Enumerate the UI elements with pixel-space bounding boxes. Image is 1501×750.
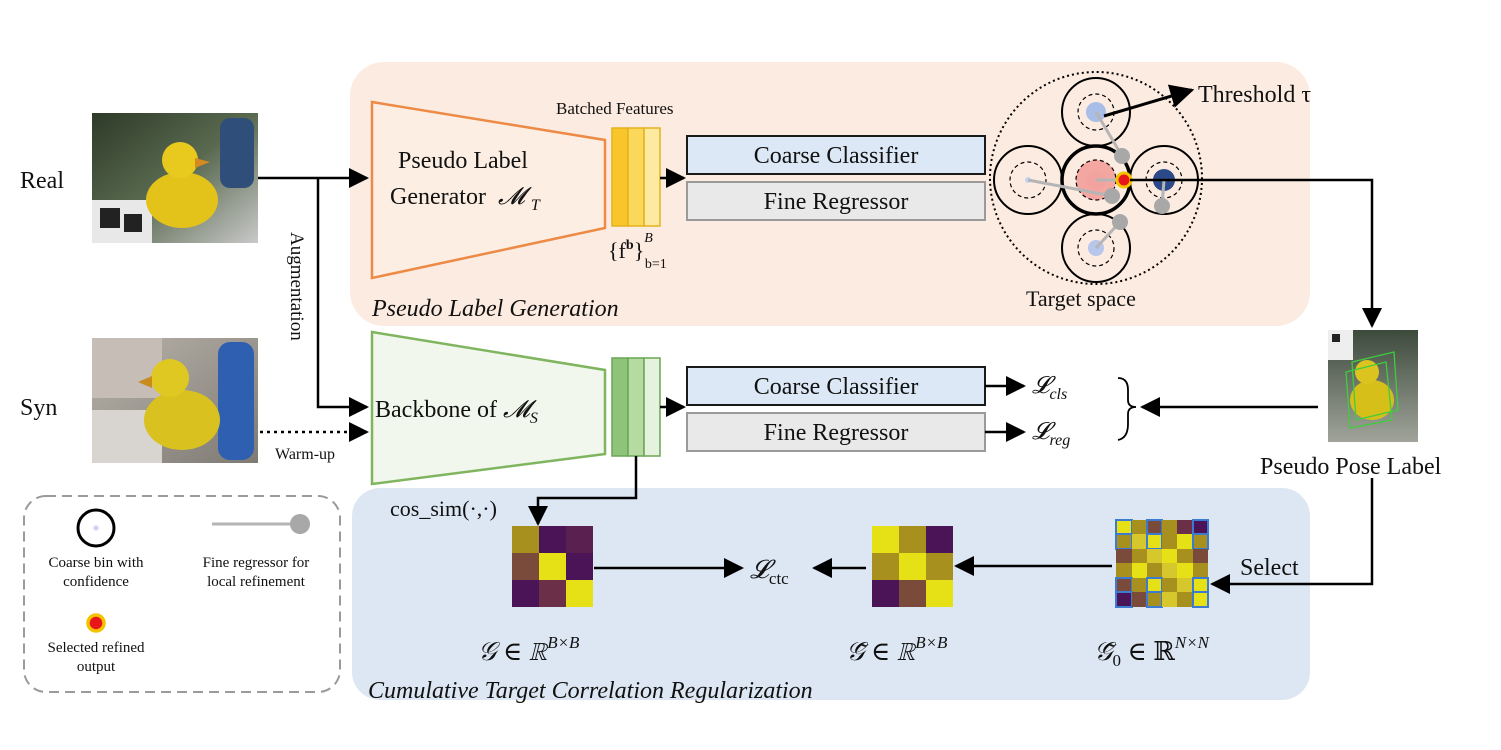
- fine-regressor-legend-line2: local refinement: [207, 574, 306, 590]
- backbone-block: [370, 330, 607, 486]
- heatmap-cell: [899, 580, 926, 607]
- generator-line1: Pseudo Label: [398, 148, 528, 174]
- heatmap-cell: [539, 580, 566, 607]
- select-label: Select: [1240, 555, 1299, 581]
- augmentation-arrow: [316, 178, 369, 417]
- heatmap-cell: [566, 580, 593, 607]
- loss-cls: 𝓛cls: [1032, 373, 1067, 403]
- G0-formula: 𝒢̃0 ∈ ℝN×N: [1094, 633, 1211, 670]
- coarse-bin-legend-line2: confidence: [63, 574, 129, 590]
- coarse-bin-legend-icon: [76, 508, 116, 548]
- warmup-label: Warm-up: [275, 446, 335, 463]
- cos-sim-label: cos_sim(·,·): [390, 496, 497, 521]
- correlation-matrix-G: [512, 526, 593, 607]
- top-fine-regressor-box: [686, 181, 986, 221]
- selected-output-legend-icon: [86, 613, 106, 633]
- heatmap-cell: [926, 526, 953, 553]
- pseudo-pose-image: [1328, 330, 1418, 442]
- syn-image: [92, 338, 258, 463]
- loss-brace: [1117, 377, 1137, 441]
- mid-fine-regressor-box: [686, 412, 986, 452]
- mid-coarse-classifier-label: Coarse Classifier: [754, 374, 919, 400]
- cos-sim-arrow: [528, 456, 638, 526]
- heatmap-cell: [512, 553, 539, 580]
- heatmap-cell: [926, 580, 953, 607]
- target-space-diagram: [989, 71, 1203, 285]
- correlation-matrix-G-tilde: [872, 526, 953, 607]
- target-space-label: Target space: [1026, 286, 1136, 311]
- selected-output-legend-line1: Selected refined: [47, 640, 145, 656]
- heatmap-cell: [899, 553, 926, 580]
- G-tilde-formula: 𝒢̃ ∈ ℝB×B: [846, 633, 948, 666]
- heatmap-cell: [566, 526, 593, 553]
- backbone-label: Backbone of 𝓜S: [375, 397, 538, 427]
- pseudo-label-generator-block: [370, 100, 607, 280]
- heatmap-cell: [539, 553, 566, 580]
- fine-regressor-legend-icon: [212, 514, 310, 534]
- mid-fine-regressor-label: Fine Regressor: [764, 420, 909, 446]
- heatmap-cell: [872, 526, 899, 553]
- selected-output-legend-line2: output: [77, 659, 116, 675]
- G-formula: 𝒢 ∈ ℝB×B: [478, 633, 580, 666]
- batched-features-stack: [611, 127, 661, 227]
- top-fine-regressor-label: Fine Regressor: [764, 189, 909, 215]
- heatmap-cell: [872, 553, 899, 580]
- student-features-stack: [611, 357, 661, 457]
- ctc-regularization-title: Cumulative Target Correlation Regulariza…: [368, 678, 813, 704]
- pseudo-pose-label-text: Pseudo Pose Label: [1260, 454, 1442, 480]
- threshold-arrow: [1103, 84, 1195, 118]
- legend-box: [23, 495, 341, 693]
- correlation-matrix-G0: [1115, 519, 1209, 608]
- syn-label: Syn: [20, 395, 57, 421]
- coarse-bin-legend-line1: Coarse bin with: [49, 555, 144, 571]
- pseudo-label-generation-title: Pseudo Label Generation: [371, 296, 619, 322]
- heatmap-cell: [512, 526, 539, 553]
- real-label: Real: [20, 168, 64, 194]
- heatmap-cell: [926, 553, 953, 580]
- heatmap-cell: [566, 553, 593, 580]
- pseudo-label-to-select-arrow: [1210, 478, 1374, 594]
- target-to-pseudo-label-arrow: [1130, 178, 1382, 328]
- generator-line2: Generator 𝓜 T: [390, 184, 541, 214]
- augmentation-label: Augmentation: [286, 232, 307, 341]
- heatmap-cell: [512, 580, 539, 607]
- heatmap-cell: [899, 526, 926, 553]
- threshold-label: Threshold τ: [1198, 82, 1311, 108]
- fine-regressor-legend-line1: Fine regressor for: [203, 555, 310, 571]
- top-coarse-classifier-label: Coarse Classifier: [754, 143, 919, 169]
- batched-features-label: Batched Features: [556, 99, 674, 118]
- heatmap-cell: [872, 580, 899, 607]
- real-image: [92, 113, 258, 243]
- mid-coarse-classifier-box: [686, 366, 986, 406]
- heatmap-cell: [539, 526, 566, 553]
- top-coarse-classifier-box: [686, 135, 986, 175]
- loss-reg: 𝓛reg: [1032, 419, 1070, 449]
